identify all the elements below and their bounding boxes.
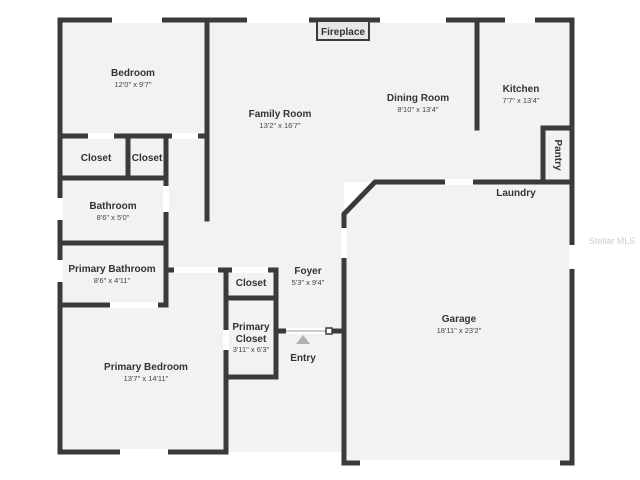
floor-fill	[60, 20, 572, 463]
foyer-name: Foyer	[294, 266, 321, 277]
bedroom-dims: 12'0" x 9'7"	[115, 80, 152, 89]
bathroom-dims: 8'6" x 5'0"	[97, 213, 130, 222]
primary-closet-name-line2: Closet	[236, 334, 267, 345]
closet-1-label: Closet	[81, 153, 112, 164]
fireplace-label: Fireplace	[321, 27, 365, 38]
window	[505, 17, 535, 23]
family-room-dims: 13'2" x 16'7"	[259, 121, 300, 130]
closet-3-label: Closet	[236, 278, 267, 289]
door-opening	[232, 267, 268, 273]
door-opening	[163, 186, 169, 212]
window	[569, 245, 575, 269]
kitchen-dims: 7'7" x 13'4"	[503, 96, 540, 105]
dining-room-dims: 8'10" x 13'4"	[397, 105, 438, 114]
fireplace: Fireplace	[316, 20, 370, 41]
primary-bedroom-dims: 13'7" x 14'11"	[124, 374, 169, 383]
bedroom-name: Bedroom	[111, 68, 155, 79]
primary-bathroom-name: Primary Bathroom	[68, 264, 155, 275]
primary-bedroom-name: Primary Bedroom	[104, 362, 188, 373]
door-opening	[223, 330, 229, 350]
window	[247, 17, 309, 23]
door-opening	[88, 133, 114, 139]
entry-label: Entry	[290, 353, 316, 364]
watermark-text: Stellar MLS	[589, 236, 636, 246]
door-opening	[341, 228, 347, 258]
windows	[57, 17, 575, 466]
door-hinge-icon	[325, 327, 333, 335]
door-opening	[172, 133, 198, 139]
laundry-label: Laundry	[496, 188, 536, 199]
window	[57, 260, 63, 282]
primary-bathroom-dims: 8'6" x 4'11"	[94, 276, 131, 285]
window	[380, 17, 446, 23]
closet-2-label: Closet	[132, 153, 163, 164]
window	[112, 17, 162, 23]
entry-arrow-icon	[296, 335, 310, 344]
foyer-dims: 5'3" x 9'4"	[292, 278, 325, 287]
window	[445, 179, 473, 185]
garage-dims: 18'11" x 23'2"	[437, 326, 482, 335]
garage-door	[360, 460, 560, 466]
door-opening	[110, 302, 158, 308]
window	[57, 198, 63, 220]
dining-room-name: Dining Room	[387, 93, 449, 104]
bathroom-name: Bathroom	[89, 201, 136, 212]
pantry-label: Pantry	[552, 139, 563, 171]
garage-name: Garage	[442, 314, 477, 325]
door-opening	[174, 267, 218, 273]
window	[120, 449, 168, 455]
primary-closet-dims: 3'11" x 6'3"	[233, 345, 270, 354]
family-room-name: Family Room	[249, 109, 312, 120]
primary-closet-name-line1: Primary	[232, 322, 270, 333]
kitchen-name: Kitchen	[503, 84, 540, 95]
room-labels: Bedroom 12'0" x 9'7" Family Room 13'2" x…	[68, 68, 563, 383]
